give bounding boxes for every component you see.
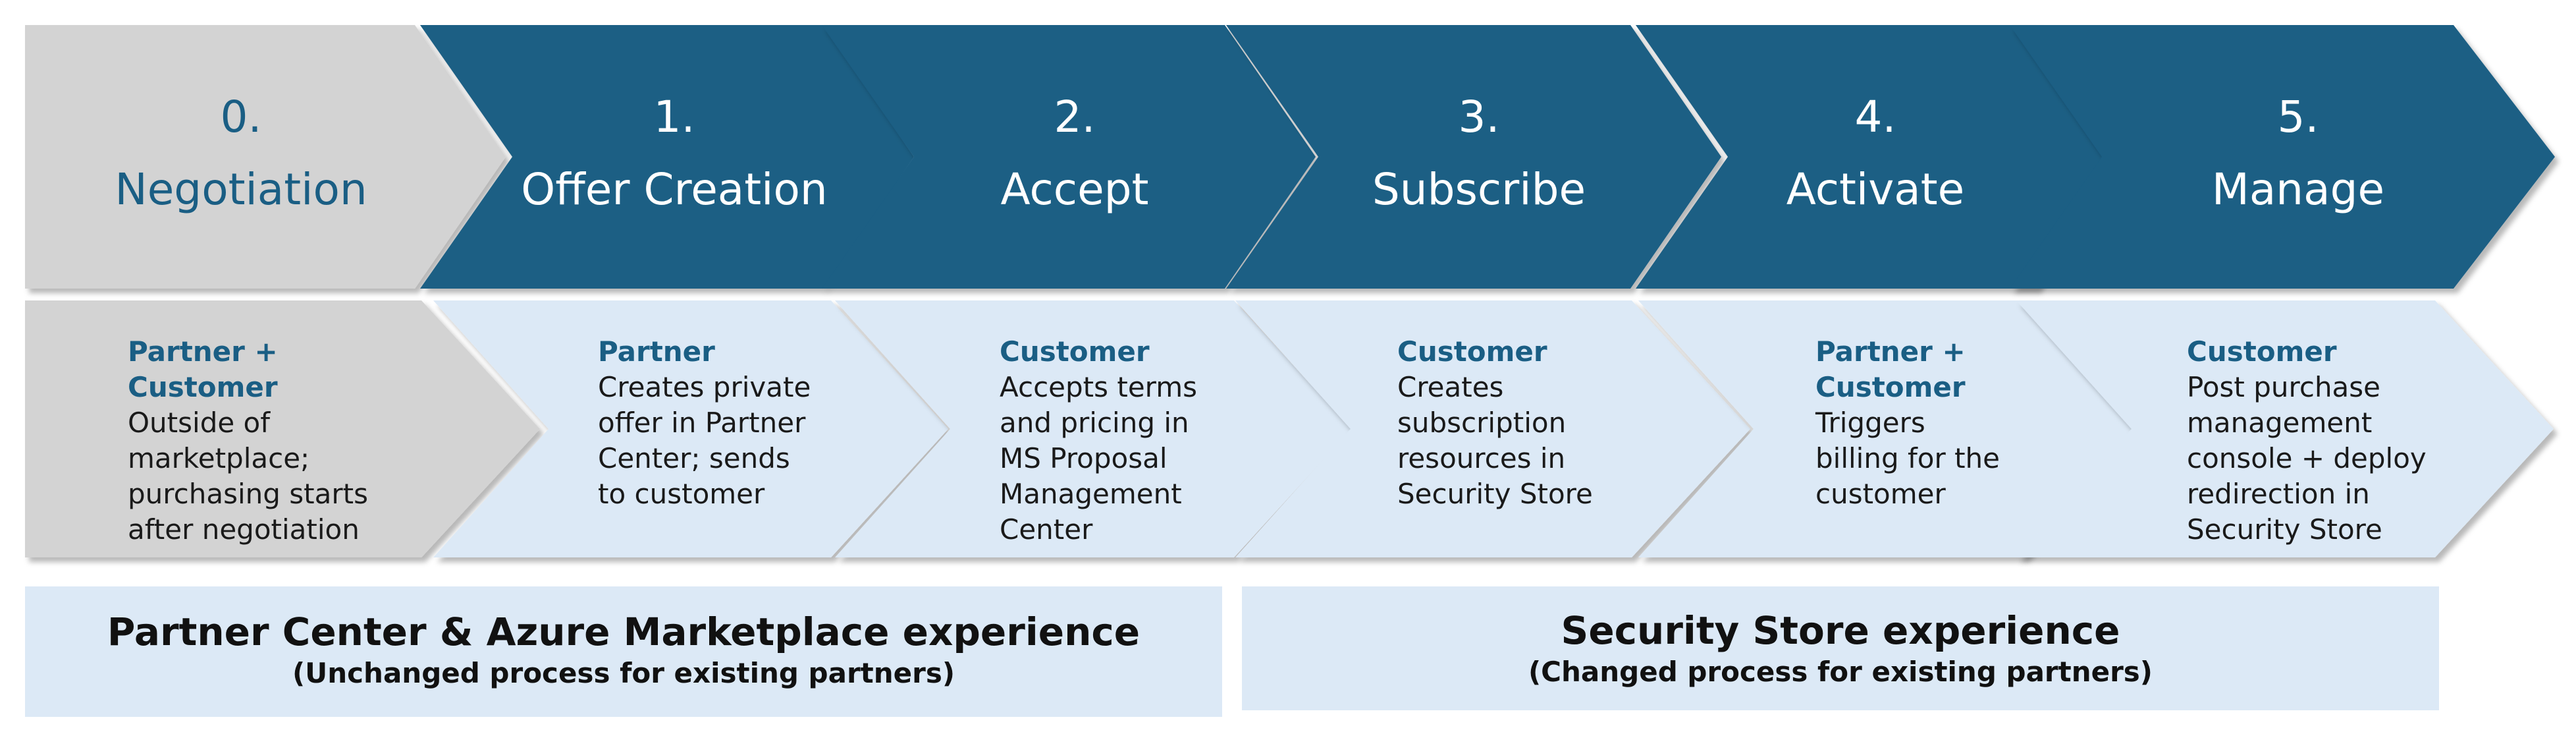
- step-number-2: 2.: [1054, 92, 1096, 142]
- step-name-5: Manage: [2212, 164, 2384, 215]
- step-description-line: customer: [1815, 478, 1946, 510]
- step-description-line: subscription: [1397, 407, 1566, 439]
- step-actor-line: Customer: [1397, 335, 1547, 368]
- step-description-line: after negotiation: [128, 513, 360, 546]
- step-description-line: billing for the: [1815, 442, 2000, 474]
- step-description-line: purchasing starts: [128, 478, 368, 510]
- step-number-5: 5.: [2278, 92, 2319, 142]
- step-header-chevron-1: [420, 25, 914, 289]
- step-description-line: Security Store: [2187, 513, 2382, 546]
- step-description-line: marketplace;: [128, 442, 309, 474]
- step-detail-chevron-4: [1638, 300, 2143, 557]
- step-description-line: Post purchase: [2187, 371, 2380, 403]
- step-actor-line: Partner +: [128, 335, 278, 368]
- footer-left-title: Partner Center & Azure Marketplace exper…: [107, 609, 1140, 654]
- step-number-4: 4.: [1855, 92, 1896, 142]
- step-number-3: 3.: [1459, 92, 1500, 142]
- footer-left-subtitle: (Unchanged process for existing partners…: [292, 657, 955, 689]
- step-name-0: Negotiation: [115, 164, 367, 215]
- step-detail-chevron-1: [433, 300, 948, 557]
- step-actor-2: Customer: [1000, 335, 1150, 368]
- step-name-1: Offer Creation: [521, 164, 827, 215]
- step-description-line: Creates private: [598, 371, 811, 403]
- step-description-line: Center; sends: [598, 442, 790, 474]
- footer-security-store-experience: Security Store experience (Changed proce…: [1242, 586, 2439, 710]
- step-detail-chevron-2: [835, 300, 1351, 557]
- step-description-line: resources in: [1397, 442, 1565, 474]
- step-name-3: Subscribe: [1372, 164, 1586, 215]
- step-header-chevron-3: [1226, 25, 1721, 289]
- step-actor-line: Customer: [128, 371, 278, 403]
- step-description-line: Creates: [1397, 371, 1503, 403]
- step-description-line: MS Proposal: [1000, 442, 1167, 474]
- step-name-4: Activate: [1786, 164, 1964, 215]
- step-description-line: redirection in: [2187, 478, 2370, 510]
- step-actor-line: Customer: [1000, 335, 1150, 368]
- step-name-2: Accept: [1001, 164, 1149, 215]
- step-description-line: Outside of: [128, 407, 271, 439]
- step-actor-line: Customer: [1815, 371, 1966, 403]
- step-header-chevrons: 0. Negotiation 1. Offer Creation 2. Accept 3. S…: [25, 25, 2555, 289]
- step-header-chevron-2: [822, 25, 1316, 289]
- step-actor-3: Customer: [1397, 335, 1547, 368]
- step-detail-chevron-5: [2016, 300, 2554, 557]
- step-description-line: Accepts terms: [1000, 371, 1197, 403]
- step-detail-chevron-0: [25, 300, 540, 557]
- step-description-line: and pricing in: [1000, 407, 1189, 439]
- step-description-line: to customer: [598, 478, 765, 510]
- step-actor-4: Partner +Customer: [1815, 335, 1966, 403]
- step-description-line: management: [2187, 407, 2372, 439]
- step-header-chevron-4: [1636, 25, 2114, 289]
- step-description-line: console + deploy: [2187, 442, 2427, 474]
- step-actor-1: Partner: [598, 335, 715, 368]
- footer-right-subtitle: (Changed process for existing partners): [1528, 656, 2153, 688]
- step-number-0: 0.: [221, 92, 262, 142]
- step-actor-0: Partner +Customer: [128, 335, 278, 403]
- step-actor-5: Customer: [2187, 335, 2337, 368]
- step-description-line: offer in Partner: [598, 407, 806, 439]
- step-detail-chevron-3: [1235, 300, 1750, 557]
- footer-right-title: Security Store experience: [1561, 608, 2120, 653]
- step-number-1: 1.: [654, 92, 695, 142]
- step-actor-line: Customer: [2187, 335, 2337, 368]
- footer-partner-center-experience: Partner Center & Azure Marketplace exper…: [25, 586, 1222, 717]
- step-description-line: Management: [1000, 478, 1182, 510]
- step-description-line: Center: [1000, 513, 1093, 546]
- step-header-chevron-5: [2010, 25, 2555, 289]
- step-description-line: Triggers: [1815, 407, 1925, 439]
- step-header-chevron-0: [25, 25, 506, 289]
- step-actor-line: Partner: [598, 335, 715, 368]
- step-actor-line: Partner +: [1815, 335, 1966, 368]
- step-description-line: Security Store: [1397, 478, 1593, 510]
